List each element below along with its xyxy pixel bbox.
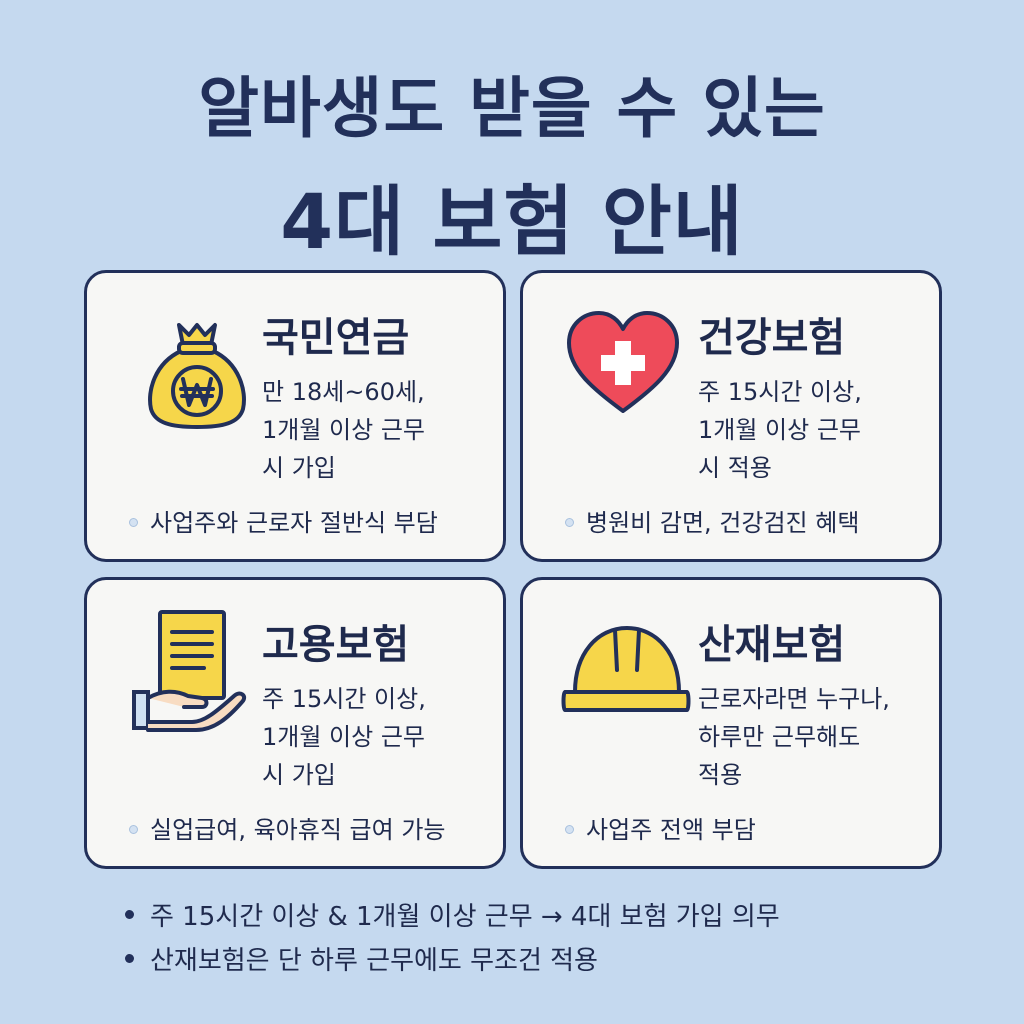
card-desc-line: 1개월 이상 근무 (262, 723, 426, 751)
card-industrial-accident-insurance: 산재보험 근로자라면 누구나, 하루만 근무해도 적용 사업주 전액 부담 (520, 577, 942, 869)
card-title: 건강보험 (698, 315, 846, 361)
card-desc-line: 주 15시간 이상, (698, 378, 862, 406)
card-desc-line: 주 15시간 이상, (262, 685, 426, 713)
card-note: 병원비 감면, 건강검진 혜택 (565, 503, 859, 538)
card-national-pension: 국민연금 만 18세~60세, 1개월 이상 근무 시 가입 사업주와 근로자 … (84, 270, 506, 562)
card-note-text: 사업주 전액 부담 (586, 816, 756, 844)
hard-hat-icon (561, 626, 691, 712)
bullet-dot-icon (565, 824, 574, 834)
card-employment-insurance: 고용보험 주 15시간 이상, 1개월 이상 근무 시 가입 실업급여, 육아휴… (84, 577, 506, 869)
bullet-icon (125, 954, 134, 963)
bullet-dot-icon (129, 517, 138, 527)
card-note-text: 사업주와 근로자 절반식 부담 (150, 509, 438, 537)
footer-text: 주 15시간 이상 & 1개월 이상 근무 → 4대 보험 가입 의무 (150, 902, 780, 932)
money-bag-icon (148, 323, 246, 429)
card-note-text: 실업급여, 육아휴직 급여 가능 (150, 816, 446, 844)
card-note-text: 병원비 감면, 건강검진 혜택 (586, 509, 860, 537)
card-description: 만 18세~60세, 1개월 이상 근무 시 가입 (262, 373, 502, 487)
card-desc-line: 적용 (698, 761, 743, 789)
footer-item: 주 15시간 이상 & 1개월 이상 근무 → 4대 보험 가입 의무 (125, 895, 780, 939)
card-note: 사업주 전액 부담 (565, 810, 756, 845)
card-note: 실업급여, 육아휴직 급여 가능 (129, 810, 445, 845)
card-note: 사업주와 근로자 절반식 부담 (129, 503, 438, 538)
bullet-dot-icon (129, 824, 138, 834)
heart-cross-icon (567, 311, 679, 413)
card-desc-line: 시 적용 (698, 454, 772, 482)
card-desc-line: 1개월 이상 근무 (262, 416, 426, 444)
card-title: 산재보험 (698, 622, 846, 668)
page-title-line1: 알바생도 받을 수 있는 (198, 70, 826, 147)
footer-text: 산재보험은 단 하루 근무에도 무조건 적용 (150, 946, 598, 976)
card-title: 국민연금 (262, 315, 410, 361)
document-hand-icon (132, 610, 247, 732)
card-desc-line: 시 가입 (262, 454, 336, 482)
card-desc-line: 만 18세~60세, (262, 378, 425, 406)
card-description: 주 15시간 이상, 1개월 이상 근무 시 적용 (698, 373, 938, 487)
footer-item: 산재보험은 단 하루 근무에도 무조건 적용 (125, 939, 780, 983)
page-title-line2: 4대 보험 안내 (280, 177, 744, 266)
card-description: 근로자라면 누구나, 하루만 근무해도 적용 (698, 680, 938, 794)
card-title: 고용보험 (262, 622, 410, 668)
footer-notes: 주 15시간 이상 & 1개월 이상 근무 → 4대 보험 가입 의무 산재보험… (125, 895, 780, 983)
card-desc-line: 시 가입 (262, 761, 336, 789)
card-desc-line: 근로자라면 누구나, (698, 685, 890, 713)
card-desc-line: 1개월 이상 근무 (698, 416, 862, 444)
card-desc-line: 하루만 근무해도 (698, 723, 861, 751)
bullet-dot-icon (565, 517, 574, 527)
bullet-icon (125, 910, 134, 919)
card-description: 주 15시간 이상, 1개월 이상 근무 시 가입 (262, 680, 502, 794)
card-health-insurance: 건강보험 주 15시간 이상, 1개월 이상 근무 시 적용 병원비 감면, 건… (520, 270, 942, 562)
